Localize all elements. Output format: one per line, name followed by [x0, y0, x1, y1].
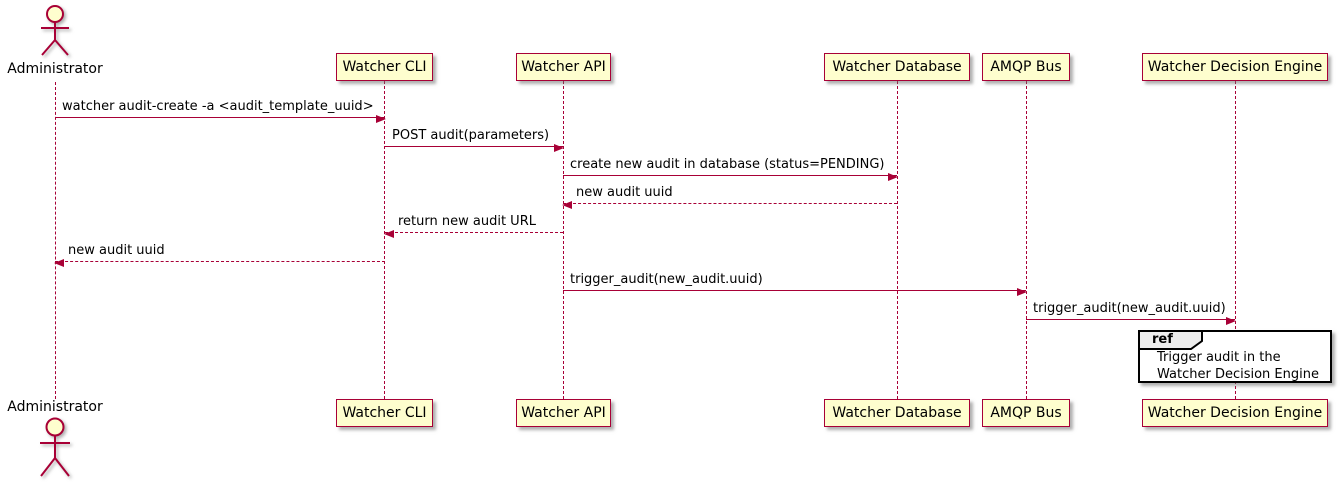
arrowhead-right-icon — [1017, 287, 1027, 296]
arrowhead-right-icon — [1226, 316, 1236, 325]
message-audit-create: watcher audit-create -a <audit_template_… — [55, 98, 386, 123]
lifeline-administrator — [55, 82, 56, 399]
message-new-audit-uuid-db: new audit uuid — [562, 184, 897, 209]
ref-text-line2: Watcher Decision Engine — [1157, 367, 1319, 382]
participant-watcher-database-bottom: Watcher Database — [824, 399, 970, 427]
participant-watcher-api-bottom: Watcher API — [516, 399, 611, 427]
message-label: new audit uuid — [576, 185, 673, 200]
message-label: watcher audit-create -a <audit_template_… — [62, 99, 374, 114]
arrowhead-left-icon — [54, 258, 64, 267]
arrowhead-left-icon — [384, 229, 394, 238]
lifeline-watcher-api — [563, 81, 564, 399]
participant-watcher-cli-top: Watcher CLI — [336, 53, 433, 81]
participant-amqp-bus-top: AMQP Bus — [982, 53, 1070, 81]
actor-icon-bottom — [40, 417, 70, 477]
lifeline-watcher-cli — [384, 81, 385, 399]
message-post-audit: POST audit(parameters) — [385, 127, 564, 152]
participant-amqp-bus-bottom: AMQP Bus — [982, 399, 1070, 427]
message-label: trigger_audit(new_audit.uuid) — [570, 272, 763, 287]
ref-tab-icon — [1138, 330, 1203, 350]
arrowhead-left-icon — [562, 200, 572, 209]
message-label: create new audit in database (status=PEN… — [570, 157, 885, 172]
message-return-audit-url: return new audit URL — [384, 213, 563, 238]
ref-fragment: ref Trigger audit in the Watcher Decisio… — [1138, 330, 1332, 383]
message-label: trigger_audit(new_audit.uuid) — [1033, 301, 1226, 316]
participant-watcher-decision-engine-bottom: Watcher Decision Engine — [1142, 399, 1328, 427]
participant-watcher-api-top: Watcher API — [516, 53, 611, 81]
ref-tag: ref — [1152, 332, 1173, 347]
message-label: POST audit(parameters) — [392, 128, 550, 143]
message-trigger-audit-engine: trigger_audit(new_audit.uuid) — [1026, 300, 1236, 325]
message-label: new audit uuid — [68, 243, 165, 258]
participant-watcher-cli-bottom: Watcher CLI — [336, 399, 433, 427]
arrowhead-right-icon — [554, 143, 564, 152]
message-new-audit-uuid-cli: new audit uuid — [54, 242, 385, 267]
lifeline-watcher-decision-engine — [1235, 81, 1236, 399]
participant-watcher-decision-engine-top: Watcher Decision Engine — [1142, 53, 1328, 81]
ref-text-line1: Trigger audit in the — [1157, 350, 1281, 365]
lifeline-watcher-database — [897, 81, 898, 399]
actor-icon — [41, 5, 69, 56]
actor-label-top: Administrator — [7, 61, 103, 77]
participant-watcher-database-top: Watcher Database — [824, 53, 970, 81]
actor-label-bottom: Administrator — [7, 399, 103, 415]
message-create-audit-db: create new audit in database (status=PEN… — [563, 156, 898, 181]
arrowhead-right-icon — [888, 172, 898, 181]
message-trigger-audit-amqp: trigger_audit(new_audit.uuid) — [563, 271, 1027, 296]
message-label: return new audit URL — [398, 214, 536, 229]
lifeline-amqp-bus — [1026, 81, 1027, 399]
arrowhead-right-icon — [376, 114, 386, 123]
ref-text: Trigger audit in the Watcher Decision En… — [1157, 349, 1319, 383]
